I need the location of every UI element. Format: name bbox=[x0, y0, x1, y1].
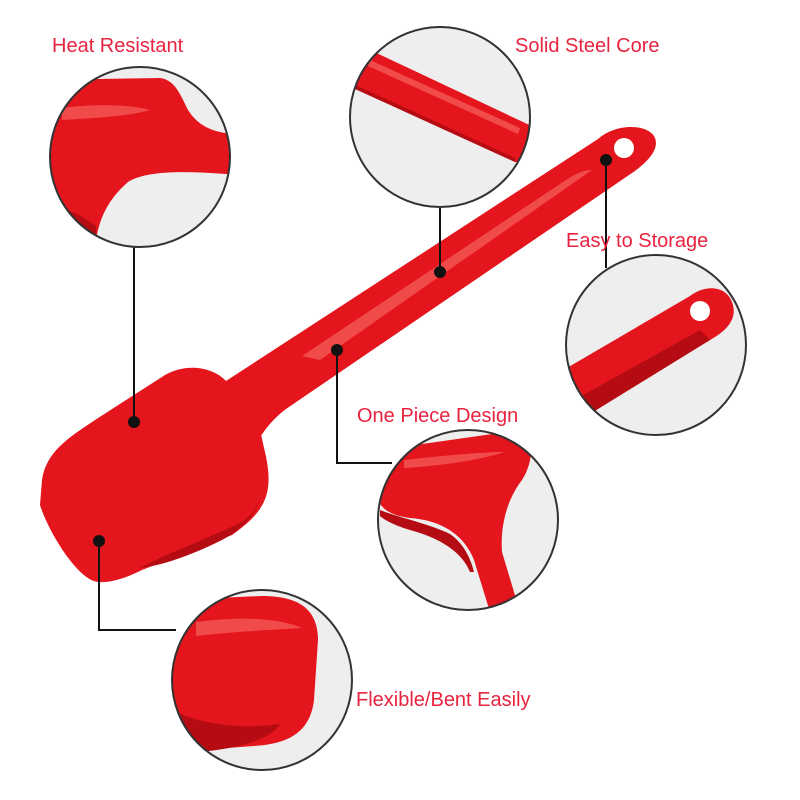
spatula-head-shadow bbox=[140, 485, 262, 568]
hanging-hole bbox=[614, 138, 634, 158]
callout-easy-to-storage: Easy to Storage bbox=[566, 230, 709, 252]
callout-solid-steel-core: Solid Steel Core bbox=[515, 35, 660, 57]
marker-piece bbox=[331, 344, 343, 356]
callout-heat-resistant: Heat Resistant bbox=[52, 35, 184, 57]
zoom-circle-steel bbox=[349, 26, 531, 208]
callout-flexible: Flexible/Bent Easily bbox=[356, 689, 531, 711]
spatula-handle-highlight bbox=[302, 170, 592, 360]
marker-flex bbox=[93, 535, 105, 547]
leader-line-flex bbox=[98, 541, 176, 631]
zoom-circle-heat bbox=[49, 66, 231, 248]
callout-one-piece-design: One Piece Design bbox=[357, 405, 519, 427]
spatula bbox=[40, 126, 656, 583]
marker-steel bbox=[434, 266, 446, 278]
leader-line-piece bbox=[336, 350, 392, 464]
zoom-circle-storage bbox=[565, 254, 747, 436]
leader-lines bbox=[93, 154, 612, 631]
spatula-head bbox=[40, 367, 269, 583]
zoom-circle-flex bbox=[171, 589, 353, 771]
marker-heat bbox=[128, 416, 140, 428]
marker-storage bbox=[600, 154, 612, 166]
spatula-handle bbox=[226, 126, 656, 445]
zoom-circle-piece bbox=[377, 429, 559, 611]
